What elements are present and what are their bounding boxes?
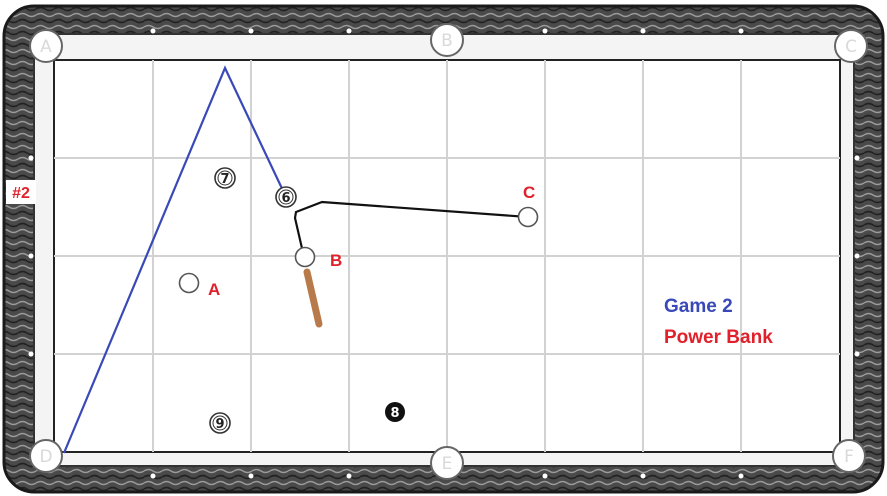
svg-text:D: D bbox=[39, 447, 52, 467]
position-label-a: A bbox=[208, 280, 220, 299]
shot-label: #2 bbox=[12, 185, 30, 202]
pocket-d: D bbox=[29, 439, 63, 473]
svg-text:9: 9 bbox=[215, 417, 224, 432]
pocket-b: B bbox=[430, 23, 464, 57]
ball-6: 6 bbox=[275, 186, 297, 208]
svg-text:6: 6 bbox=[281, 191, 290, 206]
svg-text:C: C bbox=[845, 37, 857, 57]
svg-text:A: A bbox=[40, 37, 52, 57]
ball-7: 7 bbox=[214, 167, 236, 189]
svg-text:E: E bbox=[442, 454, 453, 474]
pocket-f: F bbox=[832, 439, 866, 473]
game-subtitle: Power Bank bbox=[664, 327, 773, 348]
pocket-c: C bbox=[834, 29, 868, 63]
game-title: Game 2 bbox=[664, 296, 733, 317]
pocket-a: A bbox=[29, 29, 63, 63]
position-label-c: C bbox=[523, 183, 535, 202]
object-ball-path bbox=[62, 65, 287, 454]
cue-ball-path bbox=[293, 200, 529, 258]
svg-text:8: 8 bbox=[390, 406, 399, 421]
svg-text:7: 7 bbox=[220, 172, 229, 187]
cue-ball-position-a bbox=[178, 272, 200, 294]
pocket-e: E bbox=[430, 446, 464, 480]
position-label-b: B bbox=[330, 251, 342, 270]
shot-label-background bbox=[6, 180, 36, 204]
cue-ball-position-b bbox=[294, 246, 316, 268]
cue-stick bbox=[303, 268, 323, 328]
rail-diamonds bbox=[28, 28, 860, 479]
svg-text:F: F bbox=[844, 447, 854, 467]
svg-text:B: B bbox=[441, 31, 453, 51]
ball-9: 9 bbox=[209, 412, 231, 434]
ball-8: 8 bbox=[385, 402, 405, 422]
cue-ball-position-c bbox=[517, 206, 539, 228]
